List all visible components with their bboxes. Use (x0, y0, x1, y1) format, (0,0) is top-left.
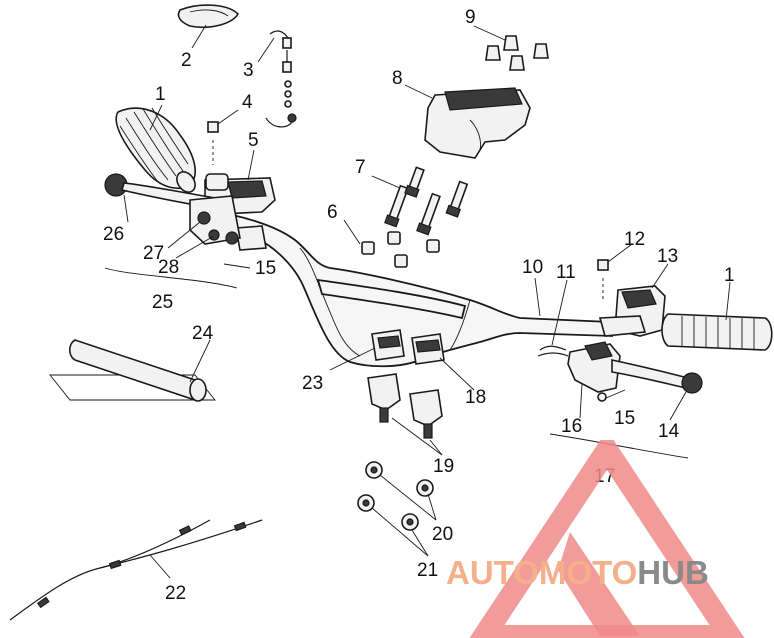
label-1-right: 1 (724, 265, 735, 286)
label-9: 9 (465, 7, 476, 28)
upper-clamps (371, 329, 445, 365)
handlebar-pad-8 (424, 87, 531, 159)
right-lever-assembly (537, 341, 703, 402)
left-lever-assembly (104, 173, 241, 245)
label-15-right: 15 (614, 408, 635, 429)
logo-triangle-inner (558, 532, 640, 636)
wiring-harness-22 (9, 519, 263, 621)
label-18: 18 (465, 387, 486, 408)
automotohub-triangle-logo (469, 440, 745, 638)
part-number-labels: 1 2 3 4 5 6 7 8 9 10 11 12 13 1 14 15 16… (103, 7, 735, 604)
label-15-left: 15 (255, 258, 276, 279)
spacers-6 (361, 231, 440, 268)
screw-part-4 (207, 121, 219, 165)
label-3: 3 (243, 60, 254, 81)
nuts-9 (485, 35, 549, 71)
label-12: 12 (624, 229, 645, 250)
label-27: 27 (143, 243, 164, 264)
grip-tube-24 (49, 339, 216, 402)
label-22: 22 (165, 583, 186, 604)
label-11: 11 (556, 262, 576, 283)
washers-20-21 (357, 461, 434, 531)
label-20: 20 (432, 524, 453, 545)
label-7: 7 (355, 157, 366, 178)
cap-part-2 (177, 4, 240, 29)
right-grip (661, 313, 773, 351)
label-13: 13 (657, 246, 678, 267)
label-5: 5 (248, 130, 259, 151)
leader-lines (104, 24, 731, 579)
label-8: 8 (392, 68, 403, 89)
cable-part-3 (265, 30, 297, 128)
label-10: 10 (522, 257, 543, 278)
label-26: 26 (103, 224, 124, 245)
left-grip (115, 107, 196, 193)
logo-word-moto: MOTO (538, 554, 638, 591)
label-21: 21 (417, 560, 438, 581)
throttle-housing-13 (598, 285, 666, 337)
label-14: 14 (658, 421, 680, 442)
logo-word-auto: AUTO (446, 554, 539, 591)
automotohub-wordmark: AUTOMOTOHUB (446, 556, 709, 589)
label-4: 4 (242, 92, 253, 113)
label-24: 24 (192, 323, 214, 344)
label-1-left: 1 (155, 84, 166, 105)
label-28: 28 (158, 257, 179, 278)
label-6: 6 (327, 202, 338, 223)
lower-clamps-19 (367, 373, 443, 439)
label-19: 19 (433, 456, 454, 477)
label-16: 16 (561, 416, 582, 437)
label-25: 25 (152, 292, 173, 313)
screw-part-12 (597, 259, 609, 300)
label-2: 2 (181, 50, 192, 71)
label-23: 23 (302, 373, 323, 394)
bolts-7 (384, 166, 469, 236)
handlebar (198, 209, 614, 368)
logo-word-hub: HUB (637, 554, 709, 591)
